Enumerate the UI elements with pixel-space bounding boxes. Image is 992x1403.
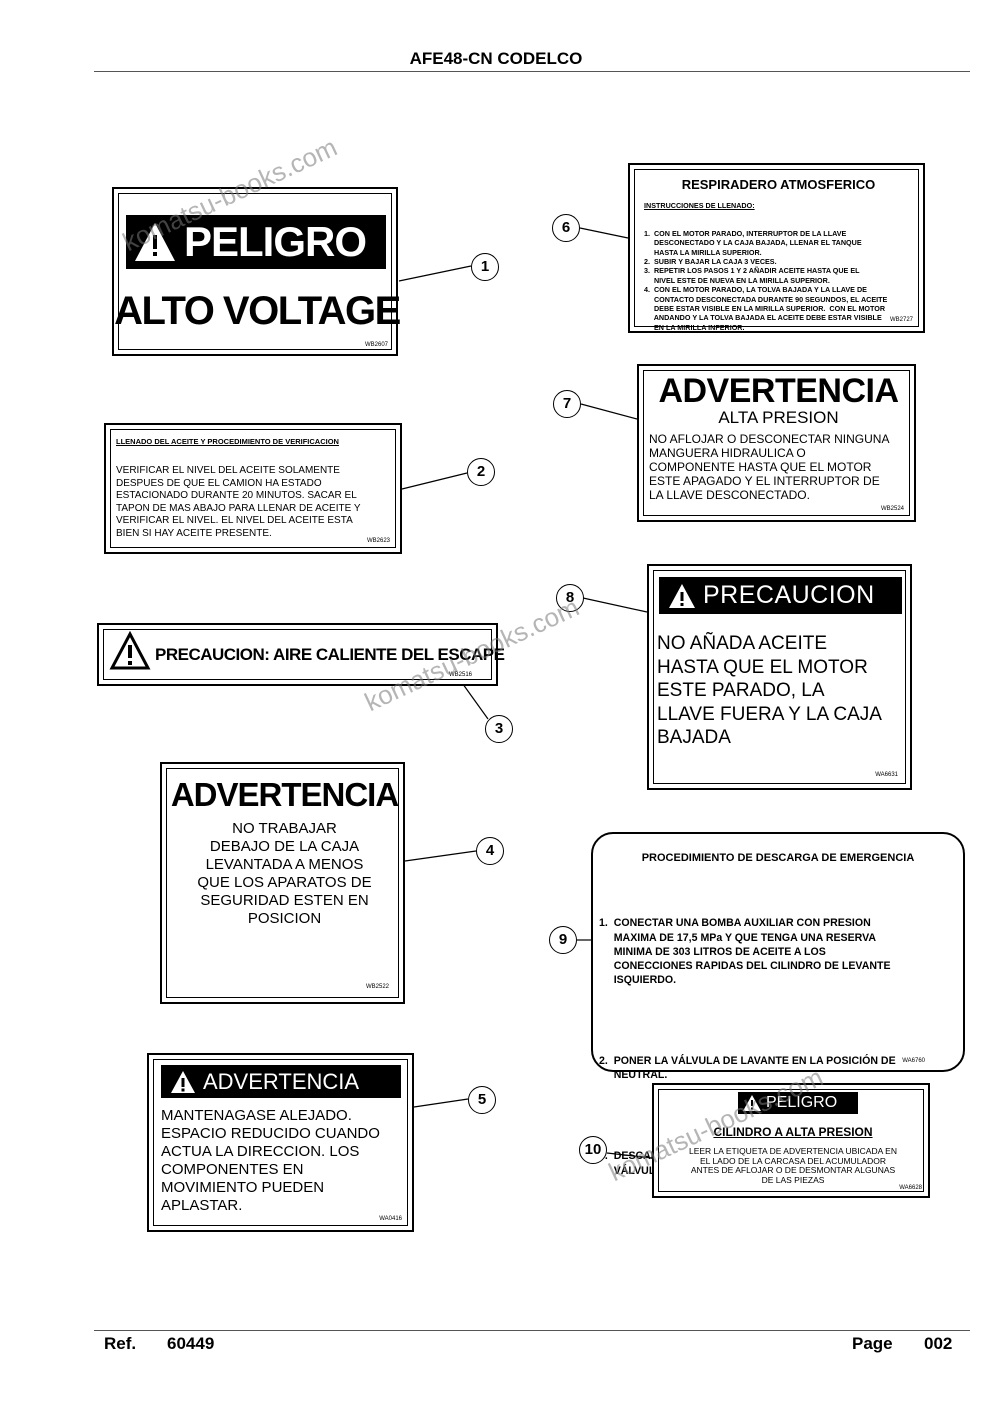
decal-descarga-emergencia: PROCEDIMIENTO DE DESCARGA DE EMERGENCIA … [591,832,965,1177]
decal-1-body: ALTO VOLTAGE [114,289,401,333]
warning-triangle-icon [743,1095,761,1111]
decal-4-title: ADVERTENCIA [170,776,399,813]
decal-3-code: WB2516 [448,672,472,678]
decal-6-code: WB2727 [889,317,913,323]
callout-3: 3 [485,715,513,743]
decal-10-subtitle: CILINDRO A ALTA PRESION [713,1125,873,1139]
decal-10-code: WA6628 [899,1185,922,1191]
decal-8-title: PRECAUCION [703,581,875,609]
decal-alta-presion: ADVERTENCIA ALTA PRESION NO AFLOJAR O DE… [637,364,916,522]
callout-7: 7 [553,390,581,418]
warning-triangle-icon [109,631,151,670]
decal-respiradero: RESPIRADERO ATMOSFERICO INSTRUCCIONES DE… [628,163,925,333]
callout-10: 10 [579,1136,607,1164]
decal-7-code: WB2524 [880,506,904,512]
ref-label: Ref. [104,1334,137,1353]
header-rule [94,71,970,72]
decal-mantenagase-alejado: ADVERTENCIA MANTENAGASE ALEJADO.ESPACIO … [147,1053,414,1232]
decal-aire-caliente: PRECAUCION: AIRE CALIENTE DEL ESCAPE WB2… [97,623,505,686]
decal-10-body: LEER LA ETIQUETA DE ADVERTENCIA UBICADA … [688,1146,897,1185]
advertencia-banner: ADVERTENCIA [161,1065,401,1098]
decal-8-code: WA6631 [875,772,898,778]
decal-3-body: PRECAUCION: AIRE CALIENTE DEL ESCAPE [155,645,505,664]
decal-6-subtitle: INSTRUCCIONES DE LLENADO: [644,201,755,210]
callout-8: 8 [556,584,584,612]
peligro-banner: PELIGRO [738,1092,858,1114]
decal-10-title: PELIGRO [766,1094,838,1111]
callout-9: 9 [549,926,577,954]
callout-6: 6 [552,214,580,242]
callout-2: 2 [467,458,495,486]
decal-6-title: RESPIRADERO ATMOSFERICO [681,177,876,192]
page-title: AFE48-CN CODELCO [409,49,583,68]
decal-9-title: PROCEDIMIENTO DE DESCARGA DE EMERGENCIA [641,852,915,864]
decal-6-body: 1. CON EL MOTOR PARADO, INTERRUPTOR DE L… [644,228,888,332]
warning-triangle-icon [171,1070,195,1093]
decal-alto-voltage: PELIGRO ALTO VOLTAGE WB2607 [112,187,401,356]
warning-triangle-icon [669,583,695,608]
page-label: Page [852,1334,893,1353]
footer-rule [94,1330,970,1331]
decal-5-code: WA0416 [379,1216,402,1222]
decal-2-code: WB2623 [366,538,390,544]
decal-1-title: PELIGRO [184,218,367,265]
page-number: 002 [924,1334,953,1353]
decal-5-body: MANTENAGASE ALEJADO.ESPACIO REDUCIDO CUA… [161,1107,380,1214]
decal-7-title: ADVERTENCIA [658,372,899,410]
ref-value: 60449 [167,1334,215,1353]
callout-4: 4 [476,837,504,865]
warning-triangle-icon [135,223,175,261]
decal-4-code: WB2522 [365,984,389,990]
precaucion-banner: PRECAUCION [659,577,902,614]
callout-5: 5 [468,1086,496,1114]
callout-1: 1 [471,253,499,281]
decal-7-subtitle: ALTA PRESION [718,408,839,427]
peligro-banner: PELIGRO [126,215,386,269]
decal-9-code: WA6760 [902,1058,925,1064]
decal-2-title: LLENADO DEL ACEITE Y PROCEDIMIENTO DE VE… [116,437,339,446]
decal-5-title: ADVERTENCIA [203,1068,360,1094]
decal-llenado-aceite: LLENADO DEL ACEITE Y PROCEDIMIENTO DE VE… [104,423,402,554]
decal-cilindro-alta-presion: PELIGRO CILINDRO A ALTA PRESION LEER LA … [652,1083,930,1198]
decal-1-code: WB2607 [364,342,388,348]
